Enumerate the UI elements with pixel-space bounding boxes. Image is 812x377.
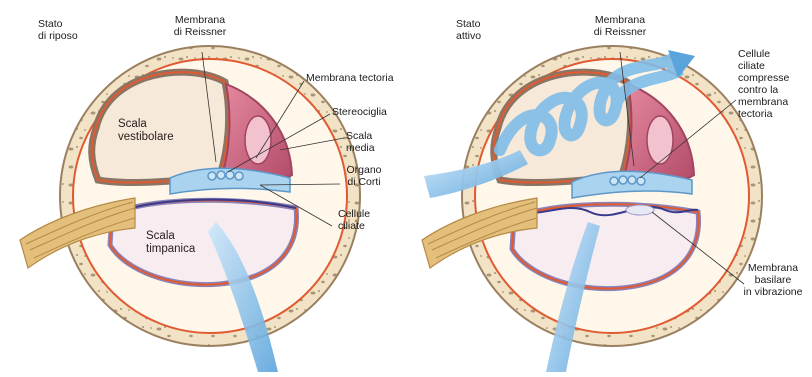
label-scala-vestibolare: Scala vestibolare [118, 118, 174, 144]
label-scala-timpanica: Scala timpanica [146, 230, 195, 256]
label-organ-of-corti: Organo di Corti [334, 164, 394, 188]
label-compressed-hair-cells: Cellule ciliate compresse contro la memb… [738, 48, 789, 120]
scala-timpanica [110, 200, 296, 284]
label-vibrating-basilar-membrane: Membrana basilare in vibrazione [734, 262, 812, 298]
state-label-rest: Stato di riposo [38, 18, 78, 42]
cochlea-active [422, 46, 762, 372]
state-label-active: Stato attivo [456, 18, 481, 42]
label-scala-media: Scala media [346, 130, 375, 154]
cochlea-rest [20, 46, 360, 372]
scala-timpanica [512, 204, 698, 288]
label-hair-cells: Cellule ciliate [338, 208, 370, 232]
label-stereocilia: Stereociglia [332, 106, 387, 118]
label-reissner-membrane-active: Membrana di Reissner [570, 14, 670, 38]
label-reissner-membrane: Membrana di Reissner [150, 14, 250, 38]
label-tectorial-membrane: Membrana tectoria [306, 72, 394, 84]
